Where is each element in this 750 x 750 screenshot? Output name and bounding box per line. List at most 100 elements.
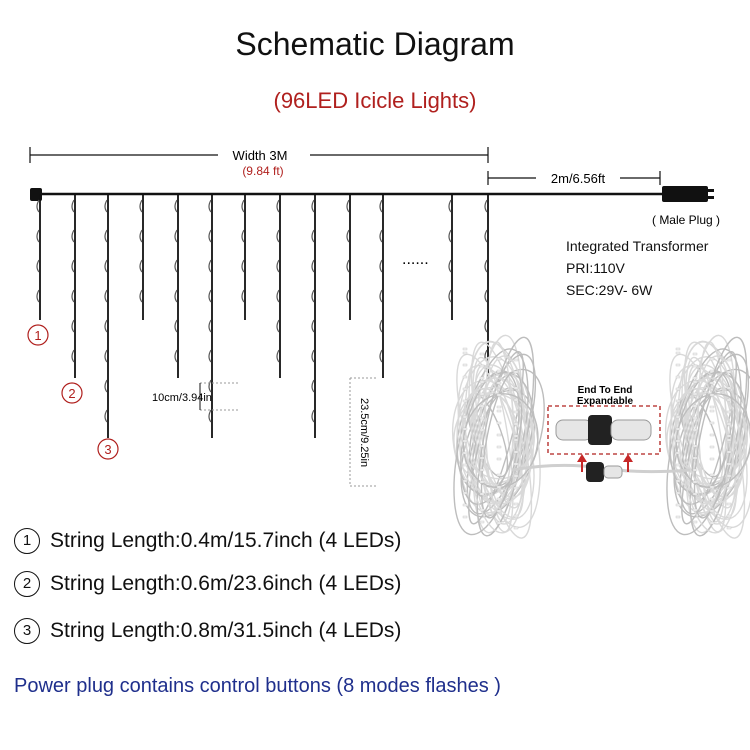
led-bulb-icon: [276, 349, 280, 363]
led-bulb-icon: [462, 375, 468, 379]
page-subtitle: (96LED Icicle Lights): [273, 88, 477, 113]
led-bulb-icon: [379, 289, 383, 303]
led-bulb-icon: [675, 347, 681, 351]
led-coil-strand: [697, 341, 728, 523]
led-bulb-icon: [139, 259, 143, 273]
led-bulb-icon: [104, 229, 108, 243]
led-bulb-icon: [462, 363, 468, 367]
led-bulb-icon: [675, 515, 681, 519]
led-bulb-icon: [36, 199, 40, 213]
led-bulb-icon: [513, 422, 519, 426]
led-bulb-icon: [479, 456, 485, 460]
led-bulb-icon: [462, 479, 468, 483]
led-bulb-icon: [208, 319, 212, 333]
led-bulb-icon: [311, 229, 315, 243]
led-bulb-icon: [479, 468, 485, 472]
led-bulb-icon: [709, 357, 715, 361]
led-bulb-icon: [462, 439, 468, 443]
led-bulb-icon: [513, 502, 519, 506]
led-bulb-icon: [448, 289, 452, 303]
led-bulb-icon: [208, 229, 212, 243]
led-bulb-icon: [692, 392, 698, 396]
led-bulb-icon: [726, 450, 732, 454]
led-bulb-icon: [208, 379, 212, 393]
led-bulb-icon: [276, 199, 280, 213]
marker-1: 1: [27, 324, 49, 346]
led-bulb-icon: [726, 514, 732, 518]
led-bulb-icon: [346, 199, 350, 213]
led-bulb-icon: [36, 229, 40, 243]
led-bulb-icon: [513, 462, 519, 466]
spacing-dimension: [199, 382, 240, 411]
led-bulb-icon: [379, 259, 383, 273]
led-bulb-icon: [675, 415, 681, 419]
led-bulb-icon: [104, 199, 108, 213]
led-bulb-icon: [311, 319, 315, 333]
led-bulb-icon: [462, 503, 468, 507]
led-bulb-icon: [462, 427, 468, 431]
led-bulb-icon: [71, 349, 75, 363]
led-coil-strand: [484, 341, 515, 523]
led-bulb-icon: [346, 289, 350, 303]
led-bulb-icon: [496, 457, 502, 461]
led-bulb-icon: [104, 409, 108, 423]
led-bulb-icon: [709, 445, 715, 449]
led-bulb-icon: [496, 421, 502, 425]
led-bulb-icon: [104, 379, 108, 393]
led-bulb-icon: [479, 392, 485, 396]
led-bulb-icon: [496, 357, 502, 361]
more-strands-ellipsis: ......: [402, 251, 429, 268]
led-bulb-icon: [513, 526, 519, 530]
svg-text:1: 1: [34, 328, 41, 343]
spec-text-1: String Length:0.4m/15.7inch (4 LEDs): [50, 529, 402, 552]
led-bulb-icon: [726, 474, 732, 478]
led-bulb-icon: [675, 427, 681, 431]
led-bulb-icon: [692, 508, 698, 512]
led-bulb-icon: [726, 526, 732, 530]
led-bulb-icon: [484, 229, 488, 243]
led-bulb-icon: [726, 398, 732, 402]
led-bulb-icon: [675, 387, 681, 391]
spacing-label: 10cm/3.94in: [152, 392, 212, 404]
led-bulb-icon: [709, 409, 715, 413]
led-bulb-icon: [726, 370, 732, 374]
led-bulb-icon: [692, 364, 698, 368]
led-bulb-icon: [36, 289, 40, 303]
led-bulb-icon: [692, 404, 698, 408]
led-bulb-icon: [311, 199, 315, 213]
led-bulb-icon: [692, 468, 698, 472]
led-bulb-icon: [513, 386, 519, 390]
led-bulb-icon: [726, 386, 732, 390]
led-bulb-icon: [709, 457, 715, 461]
led-bulb-icon: [726, 422, 732, 426]
led-bulb-icon: [241, 199, 245, 213]
led-bulb-icon: [208, 289, 212, 303]
led-bulb-icon: [448, 199, 452, 213]
led-bulb-icon: [675, 363, 681, 367]
led-bulb-icon: [379, 199, 383, 213]
led-bulb-icon: [104, 319, 108, 333]
expandable-subtitle: Expandable: [577, 396, 634, 407]
led-coil-strand: [692, 355, 742, 525]
arrow-icon: [577, 454, 633, 472]
transformer-title: Integrated Transformer: [566, 238, 709, 254]
led-bulb-icon: [709, 381, 715, 385]
lead-label: 2m/6.56ft: [551, 171, 606, 186]
spec-number-2: 2: [14, 571, 40, 597]
led-bulb-icon: [513, 410, 519, 414]
led-bulb-icon: [479, 416, 485, 420]
led-bulb-icon: [496, 393, 502, 397]
led-bulb-icon: [692, 492, 698, 496]
led-bulb-icon: [675, 351, 681, 355]
led-coil-strand: [468, 350, 524, 525]
led-bulb-icon: [479, 508, 485, 512]
led-bulb-icon: [675, 491, 681, 495]
led-bulb-icon: [675, 375, 681, 379]
led-bulb-icon: [462, 351, 468, 355]
led-bulb-icon: [675, 503, 681, 507]
led-bulb-icon: [379, 349, 383, 363]
led-bulb-icon: [208, 409, 212, 423]
led-bulb-icon: [692, 380, 698, 384]
